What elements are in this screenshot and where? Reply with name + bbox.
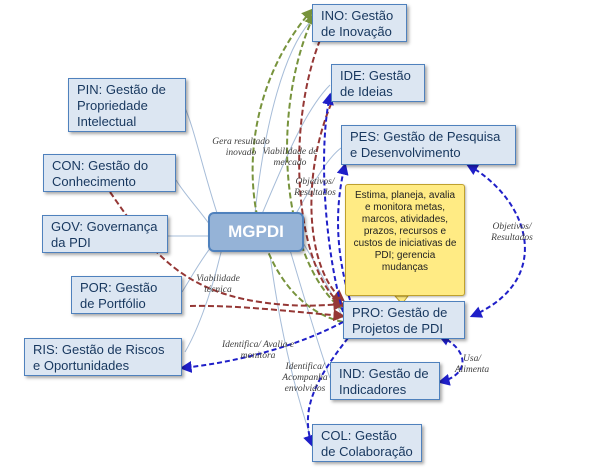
node-pro-label: PRO: Gestão de Projetos de PDI	[352, 305, 448, 336]
node-col[interactable]: COL: Gestão de Colaboração	[312, 424, 422, 462]
node-pin[interactable]: PIN: Gestão de Propriedade Intelectual	[68, 78, 186, 132]
arrow-pro-to-ris	[179, 321, 344, 373]
edge-label-identifica-acompanha: Identifica/ Acompanha envolvidos	[282, 362, 328, 394]
connector-pin	[184, 107, 223, 229]
edge-label-gera-resultado: Gera resultado inovado	[212, 137, 270, 158]
node-por[interactable]: POR: Gestão de Portfólio	[71, 276, 182, 314]
node-con[interactable]: CON: Gestão do Conhecimento	[43, 154, 176, 192]
arrow-ind-pro	[437, 334, 464, 386]
node-pin-label: PIN: Gestão de Propriedade Intelectual	[77, 82, 166, 129]
arrow-ino-to-pro	[298, 39, 345, 308]
node-por-label: POR: Gestão de Portfólio	[80, 280, 158, 311]
arrow-pes-pro	[465, 163, 526, 318]
node-ino[interactable]: INO: Gestão de Inovação	[312, 4, 407, 42]
edge-label-viabilidade-mercado: Viabilidade de mercado	[262, 147, 318, 168]
node-gov[interactable]: GOV: Governança da PDI	[42, 215, 168, 253]
arrow-pro-to-ide	[322, 92, 344, 313]
connector-ind	[289, 249, 331, 379]
node-pes[interactable]: PES: Gestão de Pesquisa e Desenvolviment…	[341, 125, 516, 165]
edge-label-objetivos-resultados-2: Objetivos/ Resultados	[491, 222, 533, 243]
node-ris[interactable]: RIS: Gestão de Riscos e Oportunidades	[24, 338, 182, 376]
node-gov-label: GOV: Governança da PDI	[51, 219, 158, 250]
arrow-pro-to-ino-inner	[286, 12, 344, 311]
node-pro[interactable]: PRO: Gestão de Projetos de PDI	[343, 301, 465, 339]
hub-connectors	[168, 21, 344, 436]
pro-callout: Estima, planeja, avalia e monitora metas…	[345, 184, 465, 296]
connector-ide	[261, 84, 331, 215]
edge-label-usa-alimenta: Usa/ Alimenta	[454, 354, 490, 375]
connector-ris	[184, 247, 223, 353]
edge-label-identifica-avalia: Identifica/ Avalia e monitora	[221, 340, 295, 361]
edge-label-viabilidade-tecnica: Viabilidade técnica	[196, 274, 240, 295]
pro-callout-text: Estima, planeja, avalia e monitora metas…	[353, 190, 457, 273]
node-ide[interactable]: IDE: Gestão de Ideias	[331, 64, 425, 102]
node-ino-label: INO: Gestão de Inovação	[321, 8, 394, 39]
node-ind[interactable]: IND: Gestão de Indicadores	[330, 362, 440, 400]
connector-col	[269, 254, 311, 436]
callout-pointer	[393, 295, 409, 305]
edge-label-objetivos-resultados-1: Objetivos/ Resultados	[294, 177, 336, 198]
green-arrows	[251, 8, 344, 323]
node-ind-label: IND: Gestão de Indicadores	[339, 366, 429, 397]
arrow-pro-to-ino-outer	[251, 8, 344, 323]
connector-ino	[254, 21, 311, 214]
node-con-label: CON: Gestão do Conhecimento	[52, 158, 149, 189]
node-col-label: COL: Gestão de Colaboração	[321, 428, 413, 459]
mgpdi-hub-label: MGPDI	[228, 222, 284, 241]
node-ris-label: RIS: Gestão de Riscos e Oportunidades	[33, 342, 165, 373]
node-ide-label: IDE: Gestão de Ideias	[340, 68, 411, 99]
arrow-ide-to-pro	[310, 94, 345, 302]
mgpdi-hub[interactable]: MGPDI	[208, 212, 304, 252]
arrow-pro-to-col	[303, 337, 349, 448]
arrow-por-to-pro	[189, 304, 346, 322]
node-pes-label: PES: Gestão de Pesquisa e Desenvolviment…	[350, 129, 501, 160]
